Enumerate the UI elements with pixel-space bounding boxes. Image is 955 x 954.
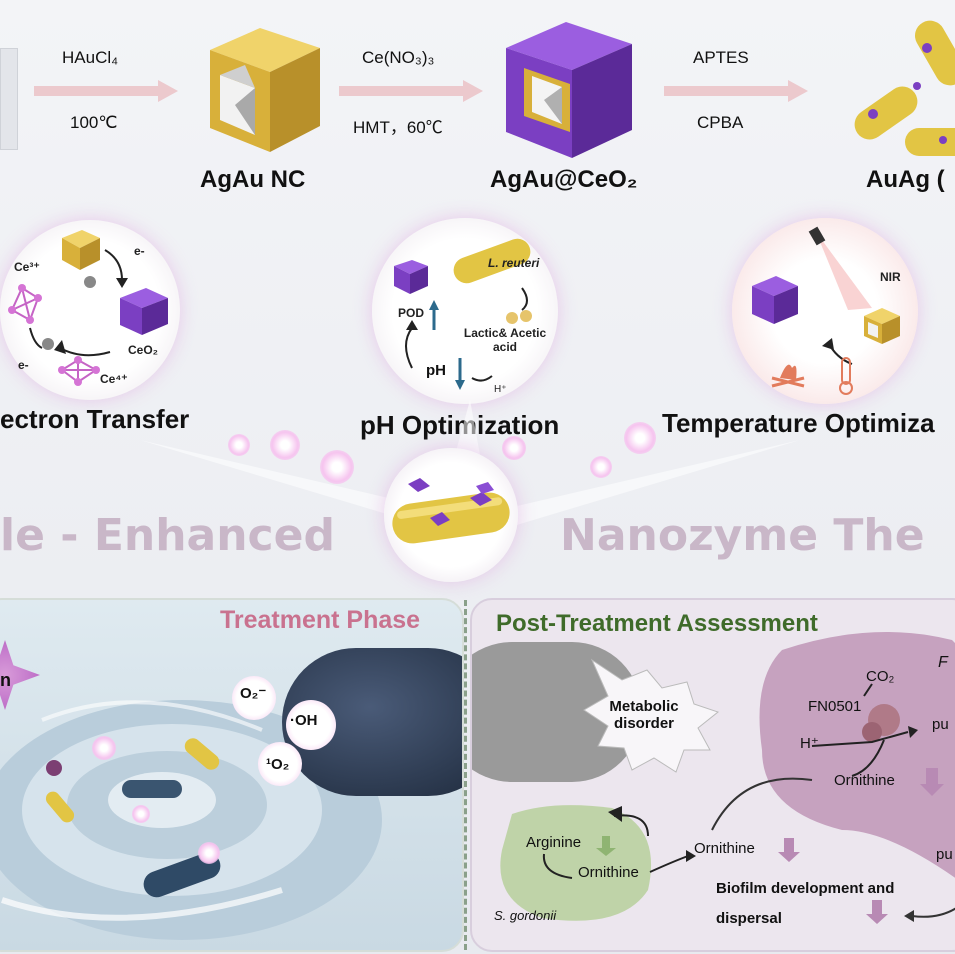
bacteria-with-nanozyme-icon bbox=[854, 20, 955, 156]
central-bacterium-icon bbox=[392, 478, 510, 544]
biofilm-label: Biofilm development and dispersal bbox=[716, 880, 895, 927]
post-treatment-diagram bbox=[472, 632, 955, 924]
banner-right-text: Nanozyme The bbox=[560, 510, 925, 561]
ros-bubble-singlet bbox=[258, 742, 302, 786]
panel-divider bbox=[464, 600, 467, 950]
hplus-label: H⁺ bbox=[494, 384, 507, 395]
ce3-label: Ce³⁺ bbox=[14, 260, 40, 274]
step3-reagent: APTES bbox=[693, 48, 749, 67]
step1-reagent: HAuCl₄ bbox=[62, 48, 119, 67]
step2-reagent: Ce(NO₃)₃ bbox=[362, 48, 435, 67]
ph-label: pH bbox=[426, 362, 446, 379]
small-bacterium-1 bbox=[122, 780, 182, 798]
ros-glow-3 bbox=[132, 805, 150, 823]
purple-particle bbox=[46, 760, 62, 776]
product2-text: AgAu@CeO₂ bbox=[490, 166, 638, 193]
temperature-diagram bbox=[752, 226, 900, 395]
glow-dot-4 bbox=[502, 436, 526, 460]
s-gordonii-label: S. gordonii bbox=[494, 908, 557, 923]
temperature-optimization-title: Temperature Optimiza bbox=[662, 408, 935, 438]
corner-label: F bbox=[938, 654, 948, 671]
pu-label-1: pu bbox=[932, 716, 949, 733]
nir-label: NIR bbox=[880, 270, 901, 284]
electron-label-top: e- bbox=[134, 244, 145, 258]
ros-bubble-hydroxyl bbox=[286, 700, 336, 750]
metabolic-disorder-label: Metabolic disorder bbox=[609, 698, 679, 732]
pod-label: POD bbox=[398, 306, 425, 320]
product2-label: AgAu@CeO₂ bbox=[490, 166, 637, 194]
product1-label: AgAu NC bbox=[200, 166, 306, 193]
glow-dot-3 bbox=[320, 450, 354, 484]
ce4-label: Ce⁴⁺ bbox=[100, 372, 128, 386]
glow-dot-5 bbox=[590, 456, 612, 478]
ornithine-mid-label: Ornithine bbox=[694, 840, 755, 857]
ros-glow-1 bbox=[92, 736, 116, 760]
hplus-cell-label: H⁺ bbox=[800, 735, 819, 752]
l-reuteri-label: L. reuteri bbox=[488, 256, 540, 270]
arrow-step1 bbox=[34, 80, 178, 102]
ph-optimization-title: pH Optimization bbox=[360, 410, 560, 440]
treatment-phase-title: Treatment Phase bbox=[220, 606, 421, 634]
ornithine-gordonii-label: Ornithine bbox=[578, 864, 639, 881]
treatment-phase-panel bbox=[0, 598, 464, 952]
agau-nanocage-icon bbox=[210, 28, 320, 152]
arginine-label: Arginine bbox=[526, 834, 582, 851]
post-treatment-panel bbox=[470, 598, 955, 952]
glow-dot-2 bbox=[270, 430, 300, 460]
ph-optimization-diagram bbox=[394, 238, 532, 390]
glow-dot-1 bbox=[228, 434, 250, 456]
acid-label: Lactic& Acetic acid bbox=[463, 326, 547, 354]
electron-label-bottom: e- bbox=[18, 358, 29, 372]
arrow-step2 bbox=[339, 80, 483, 102]
step1-condition: 100℃ bbox=[70, 113, 118, 132]
co2-label: CO₂ bbox=[866, 668, 895, 685]
ornithine-cell-label: Ornithine bbox=[834, 772, 895, 789]
step3-condition: CPBA bbox=[697, 113, 744, 132]
edge-label: n bbox=[0, 670, 11, 690]
agau-ceo2-cube-icon bbox=[506, 22, 632, 158]
glow-dot-6 bbox=[624, 422, 656, 454]
pu-label-2: pu bbox=[936, 846, 953, 863]
banner-left-text: le - Enhanced bbox=[0, 510, 335, 561]
electron-transfer-diagram bbox=[8, 230, 168, 386]
post-treatment-title: Post-Treatment Assessment bbox=[496, 610, 818, 637]
product3-label: AuAg ( bbox=[866, 166, 945, 193]
precursor-cube-partial bbox=[0, 48, 18, 150]
ros-hydroxyl-label: ·OH bbox=[290, 712, 318, 729]
electron-transfer-title: ectron Transfer bbox=[0, 404, 190, 434]
arrow-step3 bbox=[664, 80, 808, 102]
ros-bubble-superoxide bbox=[232, 676, 276, 720]
fn0501-label: FN0501 bbox=[808, 698, 862, 715]
ros-glow-2 bbox=[198, 842, 220, 864]
step2-condition: HMT，60℃ bbox=[353, 118, 443, 137]
ros-singlet-label: ¹O₂ bbox=[266, 756, 290, 773]
ceo2-label: CeO₂ bbox=[128, 343, 159, 357]
ros-superoxide-label: O₂⁻ bbox=[240, 685, 267, 702]
